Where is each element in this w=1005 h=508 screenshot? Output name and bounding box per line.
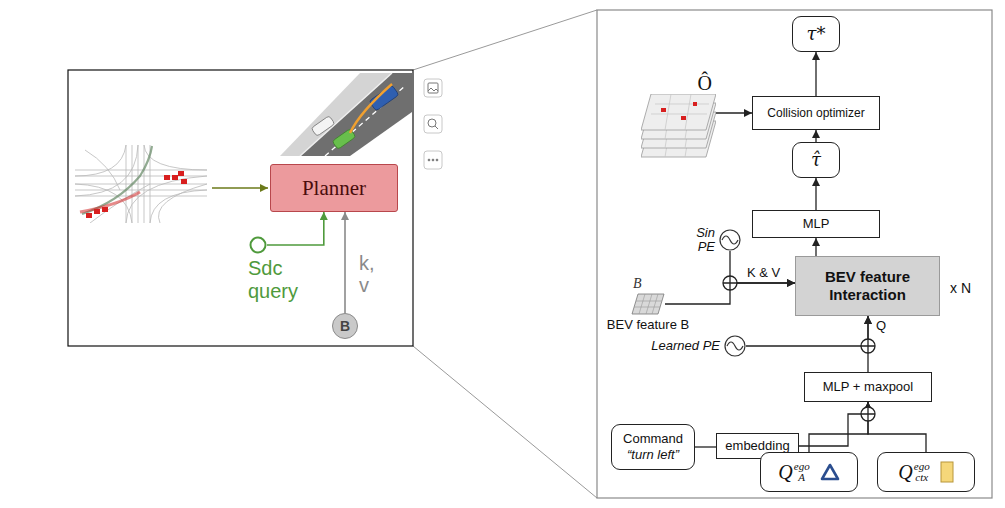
node-text: Command	[623, 431, 683, 447]
node-text: BEV feature B	[607, 317, 689, 332]
planner-box: Planner	[270, 164, 398, 212]
bev-grid: BBEV feature B	[631, 293, 665, 315]
process-box: Collision optimizer	[752, 96, 880, 130]
connector	[799, 402, 868, 446]
node-text: Sin PE	[696, 226, 715, 254]
query-box: Qegoctx	[877, 452, 975, 492]
connector	[267, 212, 324, 245]
connector	[809, 402, 868, 452]
math-symbol: Q	[778, 464, 792, 480]
node-text: B	[340, 318, 350, 334]
command-box: Command“turn left”	[611, 424, 695, 470]
connector	[344, 212, 346, 313]
math-label: QegoA	[778, 461, 809, 483]
superscript: ego	[794, 461, 810, 472]
node-text: Learned PE	[651, 339, 720, 353]
zoom-line	[413, 346, 597, 498]
edge-label: Q	[875, 318, 887, 333]
connector	[716, 112, 752, 113]
node-text: MLP	[803, 216, 830, 232]
superscript: ego	[914, 461, 930, 472]
process-box: MLP	[752, 210, 880, 238]
node-text: τ*	[807, 23, 826, 45]
node-text: BEV feature Interaction	[802, 268, 933, 304]
subscript: ctx	[914, 472, 930, 483]
sum-circle	[723, 276, 737, 290]
connector	[815, 238, 816, 256]
connector	[815, 52, 816, 96]
interaction-box: BEV feature Interaction	[795, 256, 940, 316]
occupancy-stack: Ô	[641, 94, 716, 160]
right-panel	[597, 10, 992, 498]
node-text: B	[633, 276, 642, 292]
node-text: Collision optimizer	[767, 105, 864, 121]
bev-map-illustration	[75, 145, 207, 223]
math-symbol: Q	[898, 464, 912, 480]
connector	[695, 446, 716, 447]
map-stack	[641, 94, 716, 160]
connector	[815, 178, 816, 210]
query-circle: Sdc query	[249, 236, 267, 254]
left-panel	[68, 70, 413, 346]
sum-circle	[861, 407, 875, 421]
sum-circle	[861, 339, 875, 353]
node-text: MLP + maxpool	[823, 379, 913, 395]
grid-shape	[631, 293, 665, 315]
sine-symbol	[724, 335, 746, 357]
bar-icon	[940, 461, 954, 483]
output-box: τ̂	[792, 142, 840, 178]
positional-encoding: Learned PE	[724, 335, 746, 357]
toolbar-icons	[424, 79, 442, 169]
zoom-line	[413, 10, 597, 70]
sine-symbol	[719, 229, 741, 251]
input-arrow	[212, 187, 268, 188]
node-text: τ̂	[811, 149, 821, 171]
connector	[868, 402, 926, 452]
triangle-icon	[820, 463, 840, 481]
connector	[815, 130, 816, 142]
query-box: QegoA	[760, 452, 858, 492]
node-text: Sdc query	[248, 257, 298, 303]
feature-circle: B	[332, 313, 358, 339]
positional-encoding: Sin PE	[719, 229, 741, 251]
process-box: MLP + maxpool	[804, 372, 932, 402]
node-text: Ô	[698, 72, 712, 94]
output-box: τ*	[792, 16, 840, 52]
circle-shape	[249, 236, 267, 254]
connector	[746, 316, 868, 346]
script-stack: egoA	[794, 461, 810, 483]
node-text: “turn left”	[627, 447, 679, 463]
edge-label: K & V	[746, 265, 781, 280]
subscript: A	[794, 472, 810, 483]
connector	[730, 251, 795, 283]
repeat-label: x N	[950, 280, 971, 296]
math-label: Qegoctx	[898, 461, 929, 483]
driving-scene-illustration	[280, 73, 412, 156]
edge-label: k, v	[358, 252, 376, 296]
node-text: Planner	[302, 176, 366, 200]
script-stack: egoctx	[914, 461, 930, 483]
